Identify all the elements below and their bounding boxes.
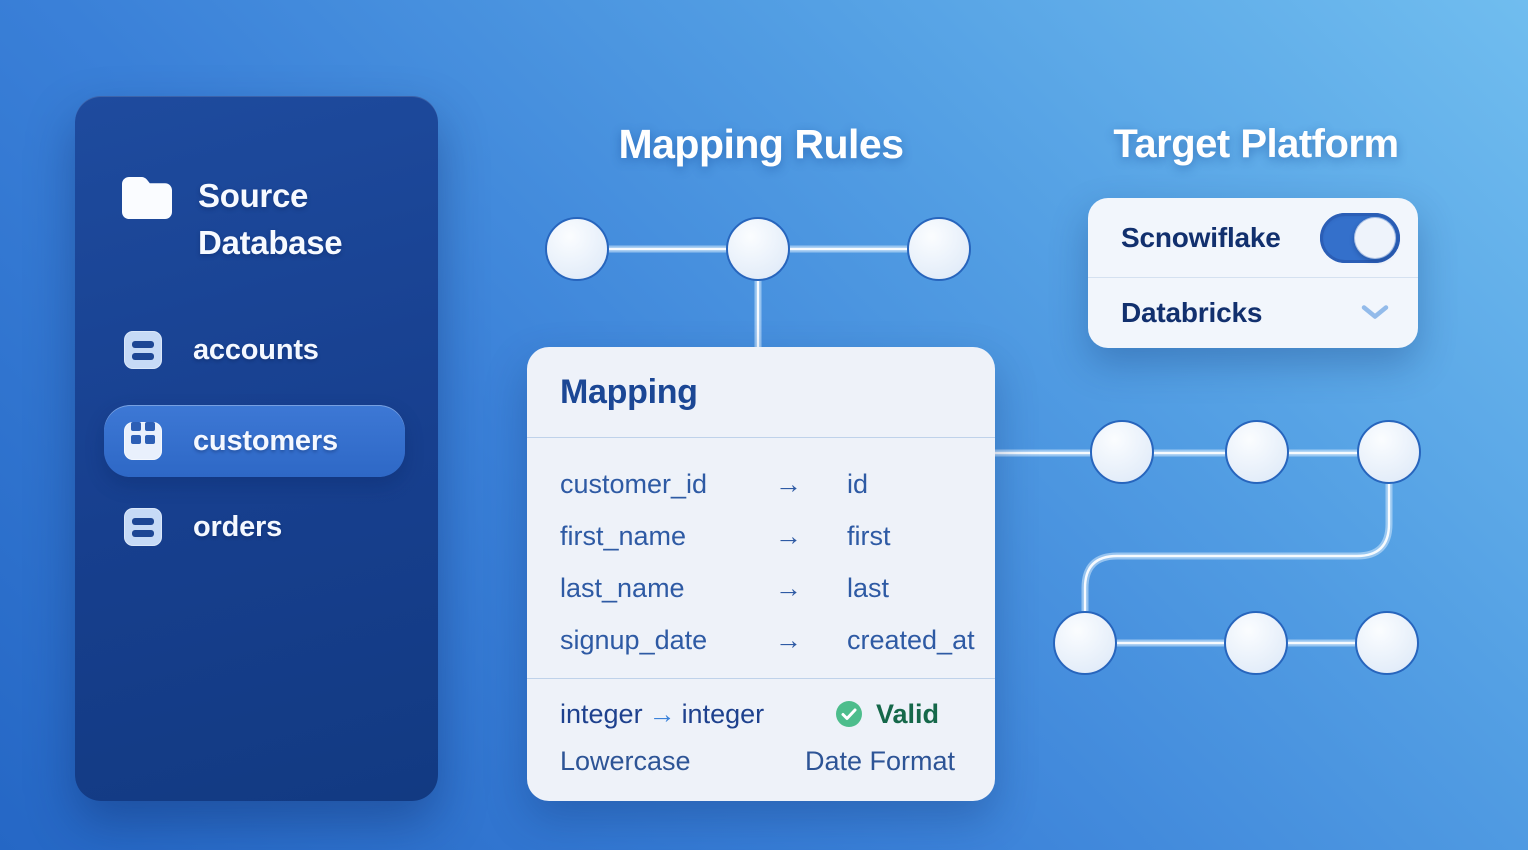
mapping-row: customer_id → id — [560, 458, 962, 510]
validation-status-label: Valid — [876, 699, 940, 729]
check-circle-icon — [836, 701, 862, 727]
arrow-right-icon: → — [775, 624, 802, 655]
type-from: integer — [560, 699, 643, 729]
toggle-knob — [1354, 216, 1396, 259]
mapping-source: last_name — [560, 572, 685, 603]
target-option-label: Databricks — [1121, 296, 1263, 328]
target-option-snowflake: Scnowiflake — [1088, 198, 1418, 278]
sidebar-item-label: customers — [193, 424, 338, 457]
arrow-right-icon: → — [775, 520, 802, 551]
arrow-right-icon: → — [648, 699, 676, 729]
panel-title: Source Database — [198, 177, 343, 261]
pipeline-node — [907, 217, 971, 281]
sidebar-item-accounts[interactable]: accounts — [104, 314, 405, 386]
transform-lowercase: Lowercase — [560, 746, 691, 776]
pipeline-node — [1355, 611, 1419, 675]
pipeline-node — [1224, 611, 1288, 675]
mapping-target: first — [847, 520, 891, 551]
pipeline-node — [1357, 420, 1421, 484]
sidebar-item-customers[interactable]: customers — [104, 405, 405, 477]
mapping-card-footer: integer→integer Valid Lowercase Date For… — [527, 678, 995, 778]
pipeline-node — [1053, 611, 1117, 675]
sidebar-item-orders[interactable]: orders — [104, 491, 405, 563]
folder-icon — [118, 172, 172, 227]
mapping-target: id — [847, 468, 869, 499]
mapping-target: created_at — [847, 624, 975, 655]
mapping-row: last_name → last — [560, 562, 962, 614]
pipeline-node — [1225, 420, 1289, 484]
mapping-card: Mapping customer_id → id first_name → fi… — [527, 347, 995, 801]
validation-status: Valid — [805, 697, 962, 731]
target-option-databricks[interactable]: Databricks — [1088, 278, 1418, 347]
pipeline-node — [726, 217, 790, 281]
target-platform-card: Scnowiflake Databricks — [1088, 198, 1418, 348]
type-to: integer — [681, 699, 765, 729]
chevron-down-icon — [1361, 305, 1389, 319]
arrow-right-icon: → — [775, 572, 802, 603]
table-rows-icon — [124, 508, 162, 546]
source-database-panel: Source Database accounts customers order… — [75, 96, 438, 801]
mapping-row: signup_date → created_at — [560, 614, 975, 666]
mapping-rows: customer_id → id first_name → first last… — [527, 438, 995, 666]
arrow-right-icon: → — [775, 468, 802, 499]
mapping-card-title: Mapping — [560, 372, 698, 411]
mapping-source: customer_id — [560, 468, 708, 499]
toggle-switch[interactable] — [1320, 212, 1400, 263]
target-platform-heading: Target Platform — [1113, 122, 1399, 166]
mapping-target: last — [847, 572, 890, 603]
mapping-rules-heading: Mapping Rules — [618, 121, 904, 167]
pipeline-nodes — [545, 217, 1421, 675]
pipeline-node — [545, 217, 609, 281]
panel-header: Source Database — [118, 172, 398, 266]
mapping-row: first_name → first — [560, 510, 962, 562]
sidebar-item-label: accounts — [193, 333, 319, 366]
pipeline-node — [1090, 420, 1154, 484]
mapping-card-header: Mapping — [527, 347, 995, 438]
sidebar-item-label: orders — [193, 510, 283, 543]
target-option-label: Scnowiflake — [1121, 221, 1281, 253]
mapping-source: first_name — [560, 520, 687, 551]
table-rows-icon — [124, 331, 162, 369]
mapping-source: signup_date — [560, 624, 708, 655]
type-mapping: integer→integer — [560, 697, 805, 731]
transform-date-format: Date Format — [805, 746, 956, 776]
table-grid-icon — [124, 422, 162, 460]
